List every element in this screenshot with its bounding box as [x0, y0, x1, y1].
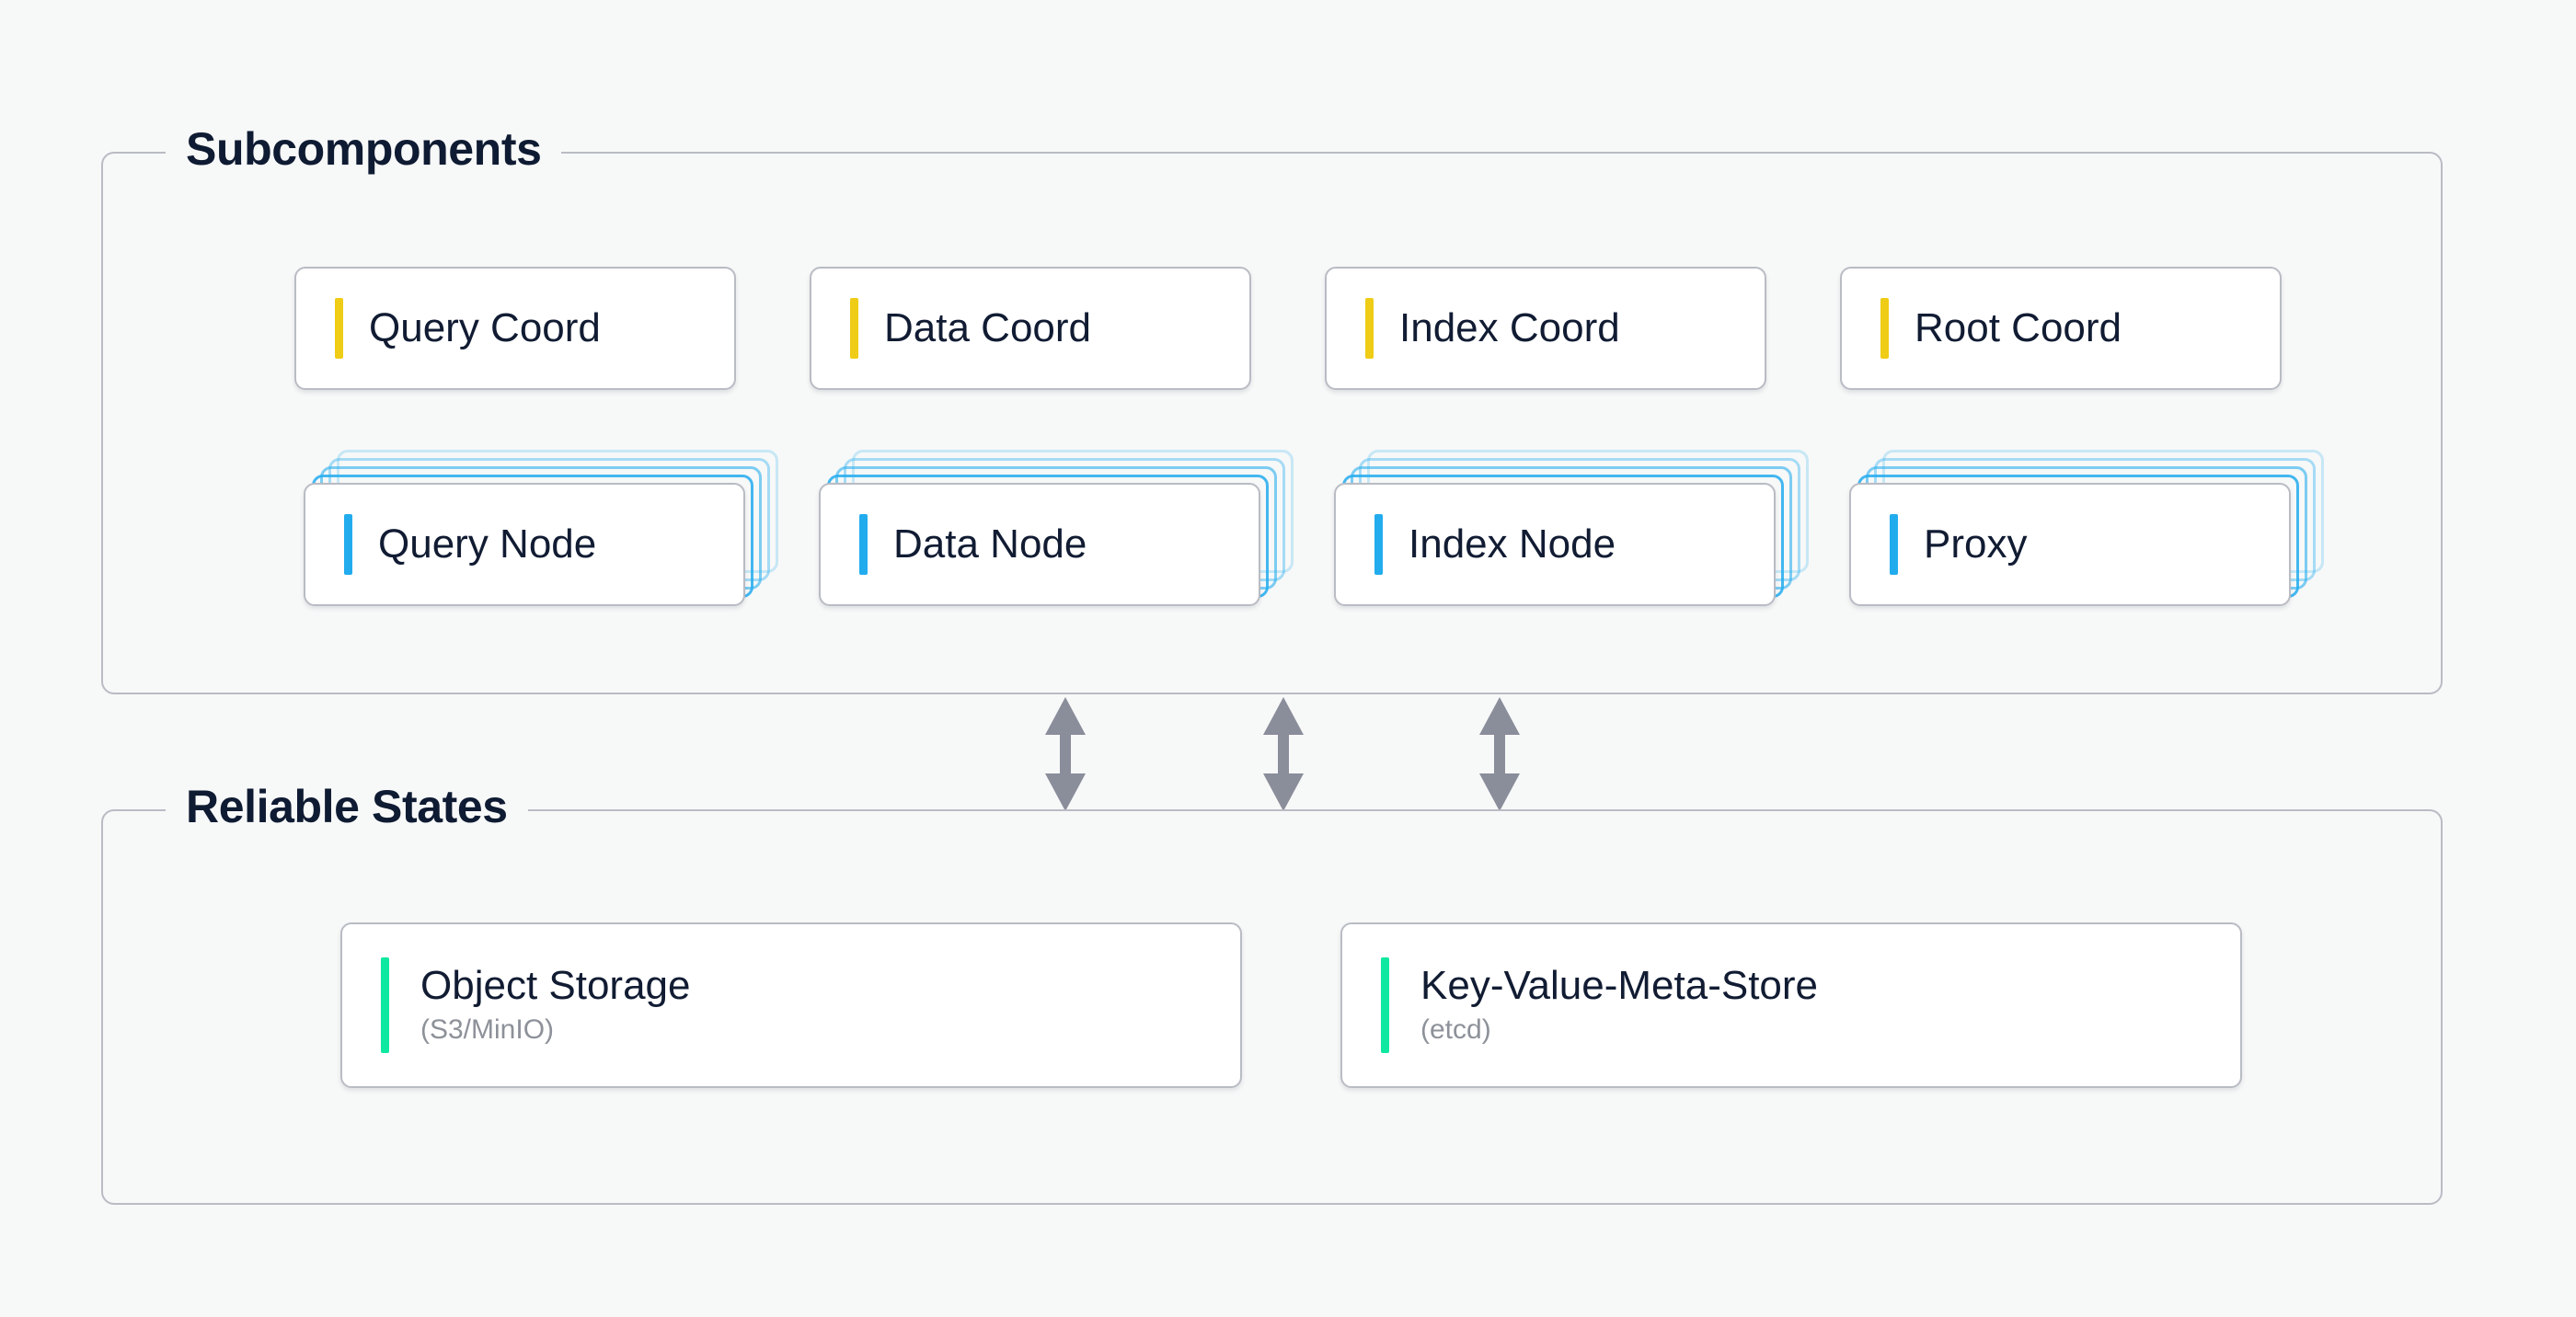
card-title: Data Node	[893, 521, 1087, 567]
card-title: Index Node	[1409, 521, 1616, 567]
accent-bar-blue	[344, 514, 352, 575]
stack-query-node[interactable]: Query Node	[304, 450, 778, 606]
card-title: Query Node	[378, 521, 597, 567]
card-text: Key-Value-Meta-Store (etcd)	[1420, 962, 1819, 1047]
card-text: Query Node	[378, 521, 597, 567]
card-title: Index Coord	[1399, 304, 1620, 350]
card-text: Data Coord	[884, 304, 1092, 350]
section-reliable-states: Reliable States	[101, 784, 2443, 1205]
card-text: Root Coord	[1915, 304, 2122, 350]
stack-proxy[interactable]: Proxy	[1849, 450, 2324, 606]
accent-bar-green	[1381, 957, 1389, 1053]
accent-bar-yellow	[850, 298, 858, 359]
card-root-coord[interactable]: Root Coord	[1840, 267, 2282, 390]
connector-arrow-1	[1045, 697, 1086, 811]
card-text: Data Node	[893, 521, 1087, 567]
card-subtitle: (etcd)	[1420, 1014, 1491, 1045]
card-index-node[interactable]: Index Node	[1334, 483, 1776, 606]
card-text: Index Node	[1409, 521, 1616, 567]
card-title: Query Coord	[369, 304, 601, 350]
card-text: Proxy	[1924, 521, 2028, 567]
card-title: Root Coord	[1915, 304, 2122, 350]
card-text: Index Coord	[1399, 304, 1620, 350]
accent-bar-blue	[859, 514, 868, 575]
accent-bar-green	[381, 957, 389, 1053]
accent-bar-yellow	[1365, 298, 1374, 359]
card-text: Object Storage (S3/MinIO)	[420, 962, 691, 1047]
card-query-node[interactable]: Query Node	[304, 483, 745, 606]
card-query-coord[interactable]: Query Coord	[294, 267, 736, 390]
accent-bar-blue	[1374, 514, 1383, 575]
card-proxy[interactable]: Proxy	[1849, 483, 2291, 606]
section-subcomponents: Subcomponents	[101, 126, 2443, 694]
connector-arrow-2	[1263, 697, 1304, 811]
card-title: Object Storage	[420, 962, 691, 1008]
card-key-value-meta-store[interactable]: Key-Value-Meta-Store (etcd)	[1340, 922, 2242, 1088]
card-subtitle: (S3/MinIO)	[420, 1014, 555, 1045]
stack-data-node[interactable]: Data Node	[819, 450, 1294, 606]
card-index-coord[interactable]: Index Coord	[1325, 267, 1766, 390]
card-object-storage[interactable]: Object Storage (S3/MinIO)	[340, 922, 1242, 1088]
card-data-node[interactable]: Data Node	[819, 483, 1260, 606]
connector-arrow-3	[1479, 697, 1520, 811]
section-subcomponents-legend: Subcomponents	[166, 126, 562, 172]
accent-bar-yellow	[335, 298, 343, 359]
stack-index-node[interactable]: Index Node	[1334, 450, 1809, 606]
card-text: Query Coord	[369, 304, 601, 350]
card-title: Data Coord	[884, 304, 1092, 350]
card-data-coord[interactable]: Data Coord	[810, 267, 1251, 390]
card-title: Key-Value-Meta-Store	[1420, 962, 1819, 1008]
accent-bar-yellow	[1880, 298, 1889, 359]
accent-bar-blue	[1890, 514, 1898, 575]
card-title: Proxy	[1924, 521, 2028, 567]
section-reliable-states-legend: Reliable States	[166, 784, 528, 830]
